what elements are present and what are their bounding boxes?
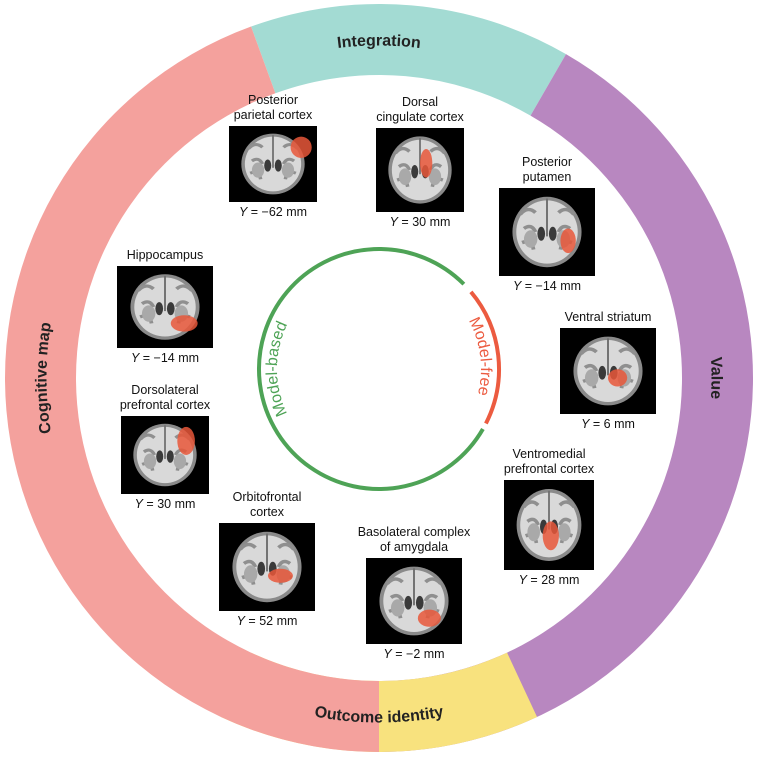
left-deep-nuclei [141,305,156,322]
region-posterior-parietal-cortex: Posterior parietal cortex Y = −62 mm [218,93,328,220]
brain-scan-ventral-striatum [560,328,656,414]
activation-highlight [420,149,433,178]
activation-highlight [177,426,195,455]
slice-coordinate: Y = 30 mm [134,497,196,511]
slice-coordinate: Y = 6 mm [581,417,635,431]
region-dorsal-cingulate-cortex: Dorsal cingulate cortex Y = 30 mm [360,95,480,230]
slice-coordinate: Y = −62 mm [238,205,308,219]
region-name: Posterior parietal cortex [233,93,313,122]
activation-highlight [608,369,628,387]
left-deep-nuclei [523,230,538,248]
right-ventricle [274,159,282,172]
right-deep-nuclei [281,162,295,178]
left-ventricle [264,159,272,172]
activation-highlight [290,136,312,158]
ring-label-cognitive-map: Cognitive map [33,321,55,435]
brain-scan-dorsolateral-prefrontal-cortex [121,416,209,494]
brain-scan-orbitofrontal-cortex [219,523,315,611]
brain-scan-ventromedial-prefrontal-cortex [504,480,594,570]
brain-scan-hippocampus [117,266,213,348]
brain-scan-basolateral-amygdala [366,558,462,644]
region-posterior-putamen: Posterior putamen Y = −14 mm [494,155,600,294]
left-ventricle [404,595,413,610]
activation-highlight [170,315,198,332]
right-ventricle [166,450,174,463]
left-deep-nuclei [390,599,405,617]
right-ventricle [166,302,175,316]
region-name: Orbitofrontal cortex [232,490,302,519]
left-ventricle [257,561,266,576]
brain-scan-posterior-parietal-cortex [229,126,317,202]
ring-segment-value [379,54,753,752]
region-hippocampus: Hippocampus Y = −14 mm [110,248,220,366]
slice-coordinate: Y = 28 mm [518,573,580,587]
left-ventricle [537,226,546,241]
region-name: Basolateral complex of amygdala [357,525,471,554]
activation-highlight [542,521,559,551]
activation-highlight [417,609,441,627]
region-basolateral-complex-of-amygdala: Basolateral complex of amygdala Y = −2 m… [344,525,484,662]
activation-highlight [267,568,293,583]
ring-segment-cognitive-map [5,26,379,753]
left-deep-nuclei [398,168,412,186]
left-ventricle [598,365,607,380]
region-dorsolateral-prefrontal-cortex: Dorsolateral prefrontal cortex Y = 30 mm [100,383,230,512]
model-free-arc [469,290,501,425]
brain-scan-dorsal-cingulate-cortex [376,128,464,212]
slice-coordinate: Y = −14 mm [512,279,582,293]
right-deep-nuclei [428,168,442,186]
left-deep-nuclei [243,565,258,583]
region-name: Hippocampus [126,248,204,262]
left-ventricle [156,450,164,463]
right-deep-nuclei [173,453,187,470]
right-ventricle [415,595,424,610]
region-ventromedial-prefrontal-cortex: Ventromedial prefrontal cortex Y = 28 mm [484,447,614,588]
left-deep-nuclei [527,523,540,542]
brain-scan-posterior-putamen [499,188,595,276]
region-name: Dorsal cingulate cortex [376,95,464,124]
right-deep-nuclei [558,523,571,542]
region-name: Ventral striatum [564,310,652,324]
region-name: Posterior putamen [521,155,573,184]
left-deep-nuclei [251,162,265,178]
left-ventricle [155,302,164,316]
slice-coordinate: Y = 30 mm [389,215,451,229]
activation-highlight [560,228,576,254]
region-name: Dorsolateral prefrontal cortex [119,383,211,412]
left-deep-nuclei [584,369,599,387]
slice-coordinate: Y = −2 mm [383,647,445,661]
right-ventricle [548,226,557,241]
slice-coordinate: Y = −14 mm [130,351,200,365]
ring-label-integration: Integration [336,32,422,52]
ring-segment-integration [251,3,566,116]
left-ventricle [411,164,419,179]
ring-label-value: Value [707,356,725,399]
left-deep-nuclei [143,453,157,470]
model-based-label: Model-based [264,319,291,419]
model-based-arc [257,247,485,491]
ring-label-outcome-identity: Outcome identity [313,704,445,727]
slice-coordinate: Y = 52 mm [236,614,298,628]
region-orbitofrontal-cortex: Orbitofrontal cortex Y = 52 mm [212,490,322,629]
region-name: Ventromedial prefrontal cortex [503,447,595,476]
region-ventral-striatum: Ventral striatum Y = 6 mm [548,310,668,432]
